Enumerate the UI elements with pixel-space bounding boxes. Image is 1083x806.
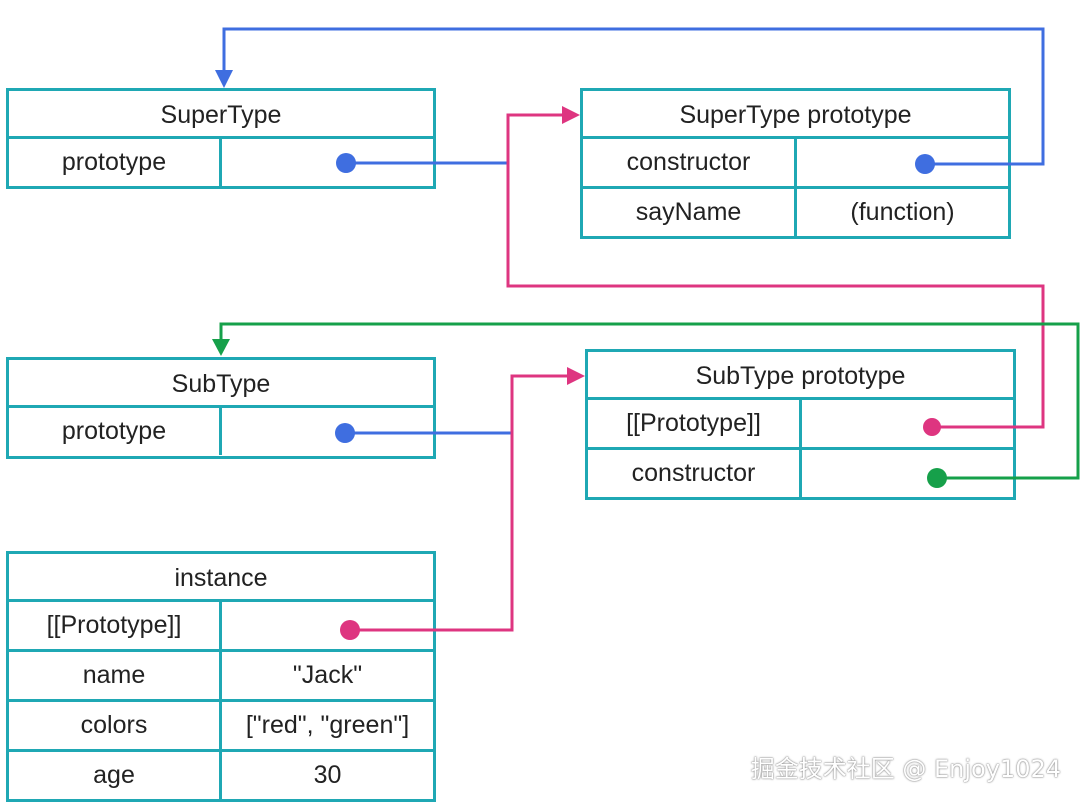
subtype-prototype-key-proto: [[Prototype]] [588,400,802,447]
supertype-key-prototype: prototype [9,139,222,186]
instance-proto-link [340,367,585,640]
supertype-prototype-key-constructor: constructor [583,139,797,186]
supertype-constructor-pointer-dot [915,154,935,174]
subtype-row-prototype: prototype [9,408,433,455]
supertype-row-prototype: prototype [9,139,433,186]
supertype-title: SuperType [9,91,433,139]
instance-val-age: 30 [313,761,342,789]
watermark: 掘金技术社区 @ Enjoy1024 [750,755,1061,783]
subtype-prototype-key-constructor: constructor [588,450,802,497]
supertype-constructor-arrowhead [215,70,233,88]
instance-title: instance [9,554,433,602]
subtype-key-prototype: prototype [9,408,222,455]
subtype-title: SubType [9,360,433,408]
subtype-proto-chain-pointer-dot [923,418,941,436]
subtype-prototype-box: SubType prototype [[Prototype]] construc… [585,349,1016,500]
instance-key-colors: colors [9,702,222,749]
subtype-prototype-title: SubType prototype [588,352,1013,400]
subtype-prototype-row-proto: [[Prototype]] [588,400,1013,450]
supertype-constructor-link-line [222,27,1045,166]
supertype-prototype-row-sayname: sayName (function) [583,189,1008,236]
supertype-box: SuperType prototype [6,88,436,189]
subtype-proto-chain-arrowhead [562,106,580,124]
instance-row-proto: [[Prototype]] [9,602,433,652]
subtype-proto-chain-link-line [506,113,1045,429]
instance-key-name: name [9,652,222,699]
instance-proto-pointer-dot [340,620,360,640]
subtype-proto-chain-link [506,106,1045,436]
supertype-prototype-title: SuperType prototype [583,91,1008,139]
subtype-prototype-row-constructor: constructor [588,450,1013,497]
instance-box: instance [[Prototype]] name "Jack" color… [6,551,436,802]
subtype-prototype-link [335,423,512,443]
subtype-constructor-link-line [219,322,1080,480]
subtype-constructor-link [212,322,1080,488]
supertype-prototype-row-constructor: constructor [583,139,1008,189]
instance-row-name: name "Jack" [9,652,433,702]
instance-val-colors: ["red", "green"] [245,711,410,739]
instance-row-age: age 30 [9,752,433,799]
subtype-prototype-pointer-dot [335,423,355,443]
supertype-constructor-link [215,27,1045,174]
instance-proto-arrowhead [567,367,585,385]
supertype-prototype-link [336,153,508,173]
supertype-prototype-pointer-dot [336,153,356,173]
instance-val-name: "Jack" [292,661,363,689]
subtype-box: SubType prototype [6,357,436,459]
subtype-constructor-arrowhead [212,339,230,356]
supertype-prototype-key-sayname: sayName [583,189,797,236]
subtype-constructor-pointer-dot [927,468,947,488]
instance-proto-link-line [350,374,573,632]
instance-key-age: age [9,752,222,799]
supertype-prototype-val-sayname: (function) [850,198,955,226]
instance-row-colors: colors ["red", "green"] [9,702,433,752]
instance-key-proto: [[Prototype]] [9,602,222,649]
